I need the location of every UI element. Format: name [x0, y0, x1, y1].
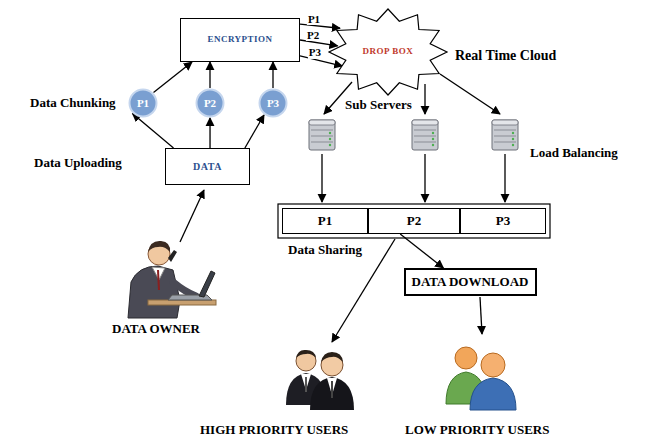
server-arrow [424, 84, 425, 114]
annotation-label: Data Uploading [34, 156, 122, 171]
process-box: ENCRYPTION [180, 18, 300, 62]
edge-label: P1 [307, 13, 321, 25]
flow-arrow [133, 114, 174, 149]
annotation-label: Real Time Cloud [455, 48, 556, 64]
annotation-label: DATA OWNER [112, 322, 200, 337]
table-cell: P3 [460, 208, 546, 234]
process-box: DATA [165, 148, 250, 185]
chunk-circle: P3 [258, 88, 288, 118]
balance-arrow [504, 154, 505, 202]
table-frame [278, 204, 550, 238]
chunk-circle: P2 [195, 88, 225, 118]
low-priority-users-figure [446, 347, 516, 410]
flow-arrow [245, 115, 264, 148]
process-box: DATA DOWNLOAD [404, 268, 537, 296]
node-text: DATA [193, 161, 222, 172]
download-arrow [480, 297, 482, 334]
star-outline [329, 9, 447, 95]
annotation-label: LOW PRIORITY USERS [405, 423, 549, 438]
cloud-star: DROP BOX [328, 8, 448, 96]
data-owner-figure [128, 241, 216, 318]
annotation-label: Load Balancing [530, 146, 618, 161]
server-arrow [440, 74, 500, 114]
flow-arrow [209, 118, 210, 148]
node-text: P3 [267, 97, 279, 109]
flow-arrow [272, 62, 273, 88]
node-text: P3 [496, 214, 510, 228]
server-icon [492, 120, 518, 150]
circle-outline [260, 90, 287, 117]
flow-arrow [209, 62, 210, 88]
balance-arrow [424, 154, 425, 202]
high-priority-users-figure [286, 350, 354, 410]
server-icons [309, 120, 518, 150]
circle-outline [130, 90, 157, 117]
edge-label: P3 [308, 46, 322, 58]
chunk-circle: P1 [128, 88, 158, 118]
node-text: P2 [407, 214, 421, 228]
flow-arrow [300, 24, 340, 28]
layout-arrows [180, 74, 505, 342]
annotation-label: HIGH PRIORITY USERS [200, 423, 348, 438]
node-text: P1 [137, 97, 149, 109]
annotation-label: Data Sharing [288, 243, 362, 258]
circle-outline [197, 90, 224, 117]
flow-arrow [154, 62, 193, 93]
flow-arrow [400, 234, 443, 268]
server-icon [309, 120, 335, 150]
upload-arrow [180, 190, 204, 242]
node-text: P2 [204, 97, 216, 109]
table-cell: P1 [282, 208, 368, 234]
node-text: P1 [318, 214, 332, 228]
balance-arrow [321, 154, 322, 202]
node-text: DATA DOWNLOAD [412, 275, 529, 289]
node-text: ENCRYPTION [207, 35, 272, 45]
annotation-label: Sub Servers [345, 98, 412, 113]
annotation-label: Data Chunking [30, 96, 116, 111]
node-text: DROP BOX [363, 47, 414, 57]
edge-label: P2 [306, 29, 320, 41]
table-cell: P2 [368, 208, 460, 234]
server-icon [412, 120, 438, 150]
